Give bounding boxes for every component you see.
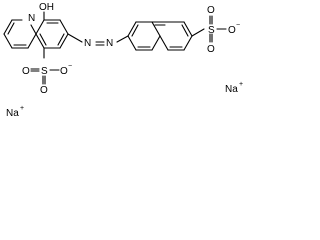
sodium-ion-2-label: Na: [225, 84, 238, 95]
oxygen-right-charged-label: O: [228, 25, 236, 36]
sodium-ion-2-charge: +: [239, 81, 243, 88]
structure-diagram: N OH N N S O O O − S O O O − Na + Na +: [0, 0, 252, 121]
sulfonate-right: [191, 15, 227, 43]
hydroxyl-label: OH: [39, 2, 54, 13]
molecule-drawing: N OH N N S O O O − S O O O − Na + Na +: [3, 2, 243, 119]
sulfur-right-label: S: [208, 25, 215, 36]
azo-nitrogen-1-label: N: [84, 38, 91, 49]
pyridine-ring: [3, 19, 37, 49]
quinoline-nitrogen-label: N: [28, 13, 35, 24]
oxygen-left-charged-label: O: [60, 66, 68, 77]
oxygen-right-top-label: O: [207, 5, 215, 16]
sulfur-left-label: S: [41, 66, 48, 77]
sulfonate-left: [30, 47, 60, 85]
charge-left-label: −: [68, 63, 72, 70]
naphthalene-ring-2: [151, 21, 193, 51]
oxygen-left-bottom-label: O: [40, 85, 48, 96]
benzo-ring: [35, 19, 69, 49]
oxygen-left-top-label: O: [22, 66, 30, 77]
sodium-ion-1-label: Na: [6, 108, 19, 119]
azo-nitrogen-2-label: N: [106, 38, 113, 49]
naphthalene-ring-1: [127, 21, 161, 51]
sodium-ion-1-charge: +: [20, 105, 24, 112]
oxygen-right-bottom-label: O: [207, 44, 215, 55]
azo-linkage: [67, 33, 129, 46]
charge-right-label: −: [236, 22, 240, 29]
